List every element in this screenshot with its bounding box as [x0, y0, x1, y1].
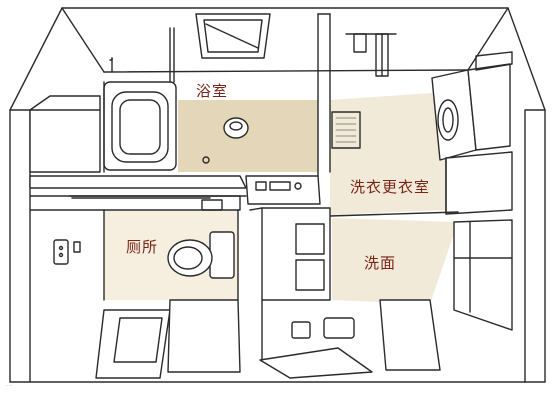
mid-wall [29, 175, 247, 211]
towel-rack [345, 33, 397, 77]
toilet [167, 231, 235, 279]
outer-walls [9, 7, 546, 383]
bath-stool [223, 117, 249, 139]
washroom-floor [332, 218, 458, 304]
bath-drain [202, 156, 210, 164]
bathtub [103, 81, 177, 173]
label-washbasin: 洗面 [364, 254, 397, 272]
sink-counter-top [245, 175, 321, 205]
laundry-cabinet [329, 151, 513, 217]
label-laundry-dressing: 洗衣更衣室 [350, 178, 431, 196]
shower-pipe [109, 27, 175, 83]
slippers [291, 317, 355, 339]
toilet-switch [73, 241, 81, 253]
bathroom-floor [178, 100, 318, 172]
left-upper-cabinet [29, 95, 101, 173]
right-shelf [453, 219, 513, 331]
toilet-control-panel [53, 239, 69, 265]
label-toilet: 厕所 [126, 238, 159, 256]
label-bathroom: 浴室 [196, 82, 229, 100]
bathroom-window [195, 13, 271, 59]
toilet-rack [71, 197, 223, 211]
entrance-mats [95, 299, 441, 379]
laundry-floor-mat [331, 111, 361, 149]
bath-laundry-partition [317, 13, 331, 177]
toilet-room-walls [29, 209, 239, 301]
vanity-cabinet [249, 207, 331, 361]
laundry-floor [330, 92, 446, 215]
washing-machine [431, 51, 513, 161]
watermark-text: ... [6, 380, 13, 388]
